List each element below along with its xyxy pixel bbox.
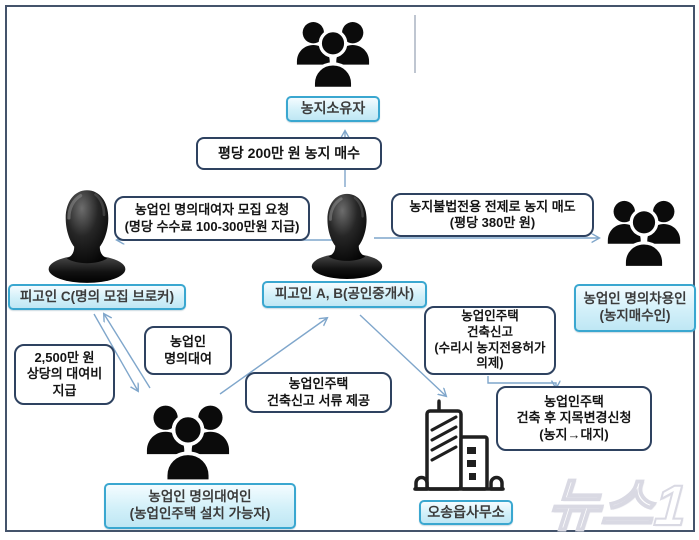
edge-label-sell-farmland: 농지불법전용 전제로 농지 매도 (평당 380만 원) xyxy=(391,193,594,237)
defendant-c-label: 피고인 C(명의 모집 브로커) xyxy=(8,284,186,310)
name-borrower-group-icon xyxy=(607,200,681,270)
edge-label-provide-docs: 농업인주택 건축신고 서류 제공 xyxy=(245,372,392,413)
name-lender-label: 농업인 명의대여인 (농업인주택 설치 가능자) xyxy=(104,483,296,529)
defendant-c-bust-icon xyxy=(48,190,126,283)
name-lender-group-icon xyxy=(146,405,230,484)
edge-label-buy-farmland: 평당 200만 원 농지 매수 xyxy=(196,137,382,170)
edge-label-lease-fee: 2,500만 원 상당의 대여비 지급 xyxy=(14,344,115,405)
name-borrower-label: 농업인 명의차용인 (농지매수인) xyxy=(574,284,696,332)
defendant-ab-bust-icon xyxy=(311,193,383,280)
edge-label-building-report: 농업인주택 건축신고 (수리시 농지전용허가 의제) xyxy=(424,306,556,375)
edge-label-recruit-request: 농업인 명의대여자 모집 요청 (명당 수수료 100-300만원 지급) xyxy=(114,196,310,241)
landowner-group-icon xyxy=(296,22,370,91)
edge-label-name-lending: 농업인 명의대여 xyxy=(144,326,232,375)
defendant-ab-label: 피고인 A, B(공인중개사) xyxy=(262,281,427,308)
edge-label-land-category-change: 농업인주택 건축 후 지목변경신청 (농지→대지) xyxy=(496,386,652,451)
township-office-label: 오송읍사무소 xyxy=(419,500,513,525)
news1-watermark: 뉴스1 xyxy=(544,473,690,539)
landowner-label: 농지소유자 xyxy=(286,96,380,122)
township-office-building-icon xyxy=(413,399,505,491)
diagram-border xyxy=(5,5,695,532)
